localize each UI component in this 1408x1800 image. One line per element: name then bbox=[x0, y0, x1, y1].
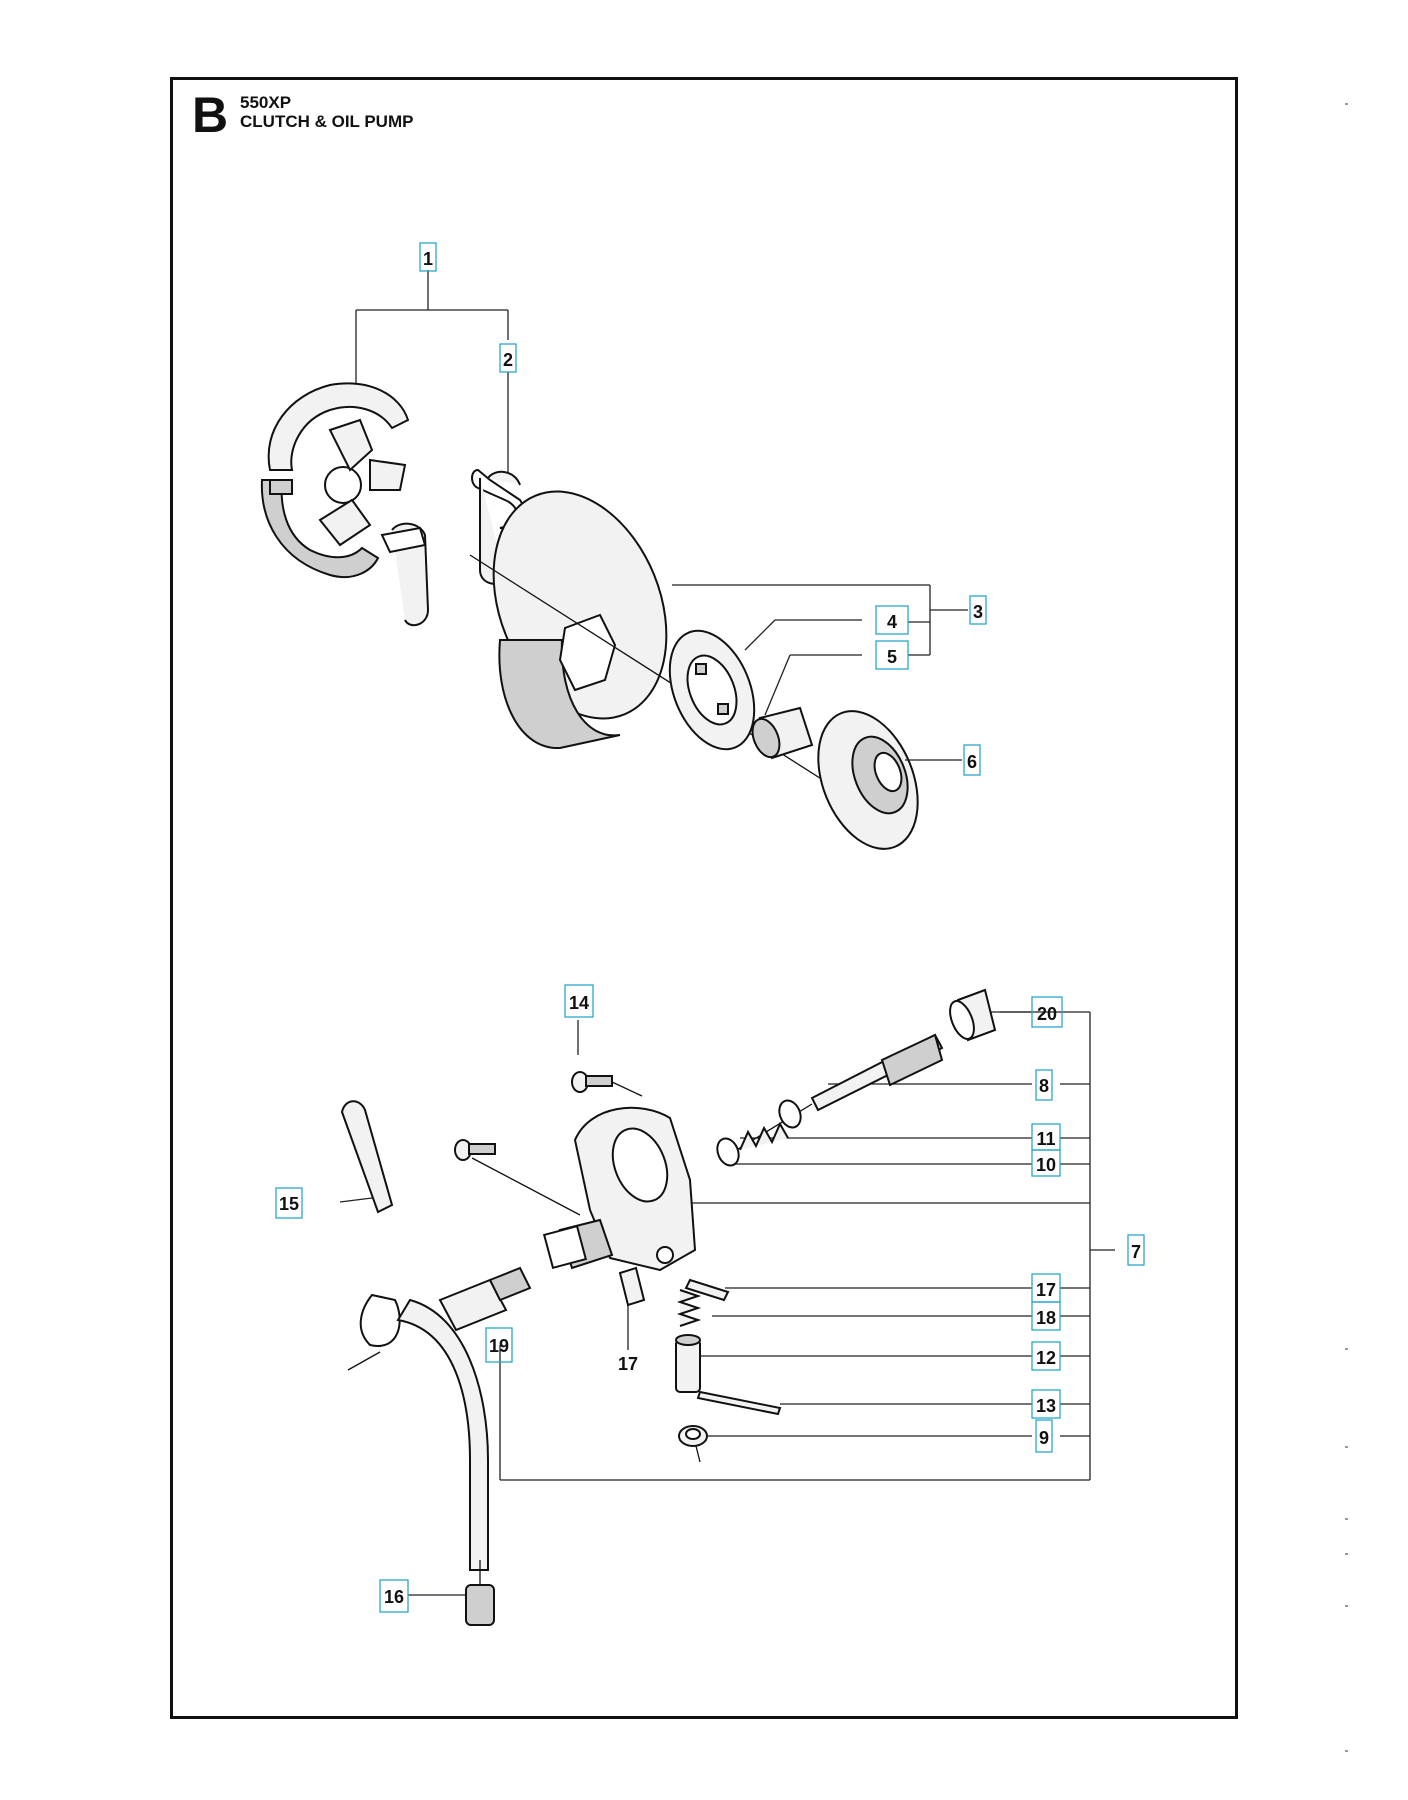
margin-mark bbox=[1345, 1518, 1348, 1520]
valve bbox=[675, 1334, 701, 1393]
callout-labels: 1 2 3 4 5 6 14 20 bbox=[275, 242, 1145, 1613]
svg-text:10: 10 bbox=[1036, 1155, 1056, 1175]
callout-8[interactable]: 8 bbox=[1035, 1069, 1053, 1101]
svg-text:14: 14 bbox=[569, 993, 589, 1013]
margin-mark bbox=[1345, 1446, 1348, 1448]
callout-12[interactable]: 12 bbox=[1031, 1341, 1061, 1371]
svg-text:12: 12 bbox=[1036, 1348, 1056, 1368]
oil-fitting bbox=[438, 1224, 588, 1332]
callout-16[interactable]: 16 bbox=[379, 1579, 409, 1613]
margin-mark bbox=[1345, 1605, 1348, 1607]
svg-text:7: 7 bbox=[1131, 1242, 1141, 1262]
svg-text:9: 9 bbox=[1039, 1428, 1049, 1448]
svg-text:16: 16 bbox=[384, 1587, 404, 1607]
callout-17-plain: 17 bbox=[618, 1354, 638, 1374]
svg-text:5: 5 bbox=[887, 647, 897, 667]
svg-text:11: 11 bbox=[1036, 1129, 1055, 1149]
callout-19[interactable]: 19 bbox=[485, 1327, 513, 1363]
model-number: 550XP bbox=[240, 93, 292, 112]
spring bbox=[739, 1121, 789, 1151]
svg-text:18: 18 bbox=[1036, 1308, 1056, 1328]
svg-text:3: 3 bbox=[973, 602, 983, 622]
callout-5[interactable]: 5 bbox=[875, 640, 909, 670]
oil-hose bbox=[340, 1100, 489, 1571]
margin-mark bbox=[1345, 1348, 1348, 1350]
svg-text:19: 19 bbox=[489, 1336, 509, 1356]
svg-text:1: 1 bbox=[423, 249, 433, 269]
pin bbox=[618, 1266, 646, 1307]
pin bbox=[696, 1390, 782, 1416]
clutch-spring bbox=[380, 522, 430, 627]
callout-13[interactable]: 13 bbox=[1031, 1389, 1061, 1419]
callout-11[interactable]: 11 bbox=[1031, 1123, 1061, 1151]
callout-9[interactable]: 9 bbox=[1035, 1419, 1053, 1453]
clutch-shoe bbox=[260, 382, 410, 578]
needle-bearing bbox=[751, 706, 814, 760]
svg-text:20: 20 bbox=[1037, 1004, 1057, 1024]
screw bbox=[571, 1071, 643, 1097]
callout-10[interactable]: 10 bbox=[1031, 1149, 1061, 1177]
screw bbox=[454, 1139, 496, 1161]
callout-7[interactable]: 7 bbox=[1127, 1234, 1145, 1266]
svg-text:17: 17 bbox=[618, 1354, 638, 1374]
callout-17[interactable]: 17 bbox=[1031, 1273, 1061, 1303]
diagram-title: CLUTCH & OIL PUMP bbox=[240, 112, 414, 131]
callout-18[interactable]: 18 bbox=[1031, 1301, 1061, 1331]
spring bbox=[676, 1289, 702, 1327]
washer bbox=[716, 1099, 802, 1167]
svg-text:6: 6 bbox=[967, 752, 977, 772]
callout-4[interactable]: 4 bbox=[875, 605, 909, 635]
seal bbox=[678, 1425, 708, 1463]
svg-text:2: 2 bbox=[503, 350, 513, 370]
callout-2[interactable]: 2 bbox=[499, 343, 517, 373]
callout-14[interactable]: 14 bbox=[564, 984, 594, 1018]
margin-mark bbox=[1345, 1553, 1348, 1555]
callout-3[interactable]: 3 bbox=[969, 595, 987, 625]
svg-text:17: 17 bbox=[1036, 1280, 1056, 1300]
clutch-assembly bbox=[260, 270, 968, 850]
oil-filter bbox=[465, 1560, 495, 1626]
clutch-drum bbox=[492, 490, 668, 750]
callout-15[interactable]: 15 bbox=[275, 1187, 303, 1219]
diagram-frame bbox=[170, 77, 1238, 1719]
pin bbox=[684, 1278, 730, 1302]
callout-20[interactable]: 20 bbox=[1031, 996, 1063, 1028]
pump-plunger bbox=[810, 1033, 944, 1112]
callout-1[interactable]: 1 bbox=[419, 242, 437, 272]
margin-mark bbox=[1345, 103, 1348, 105]
section-letter: B bbox=[192, 87, 229, 143]
svg-text:4: 4 bbox=[887, 612, 897, 632]
sprocket-rim bbox=[668, 629, 756, 751]
callout-6[interactable]: 6 bbox=[963, 744, 981, 776]
svg-text:8: 8 bbox=[1039, 1076, 1049, 1096]
drive-sprocket bbox=[817, 710, 919, 850]
svg-text:13: 13 bbox=[1036, 1396, 1056, 1416]
oil-pump-housing bbox=[471, 1106, 697, 1272]
svg-text:15: 15 bbox=[279, 1194, 299, 1214]
margin-mark bbox=[1345, 1750, 1348, 1752]
oil-pump-assembly bbox=[339, 988, 1115, 1626]
bushing bbox=[949, 988, 997, 1042]
